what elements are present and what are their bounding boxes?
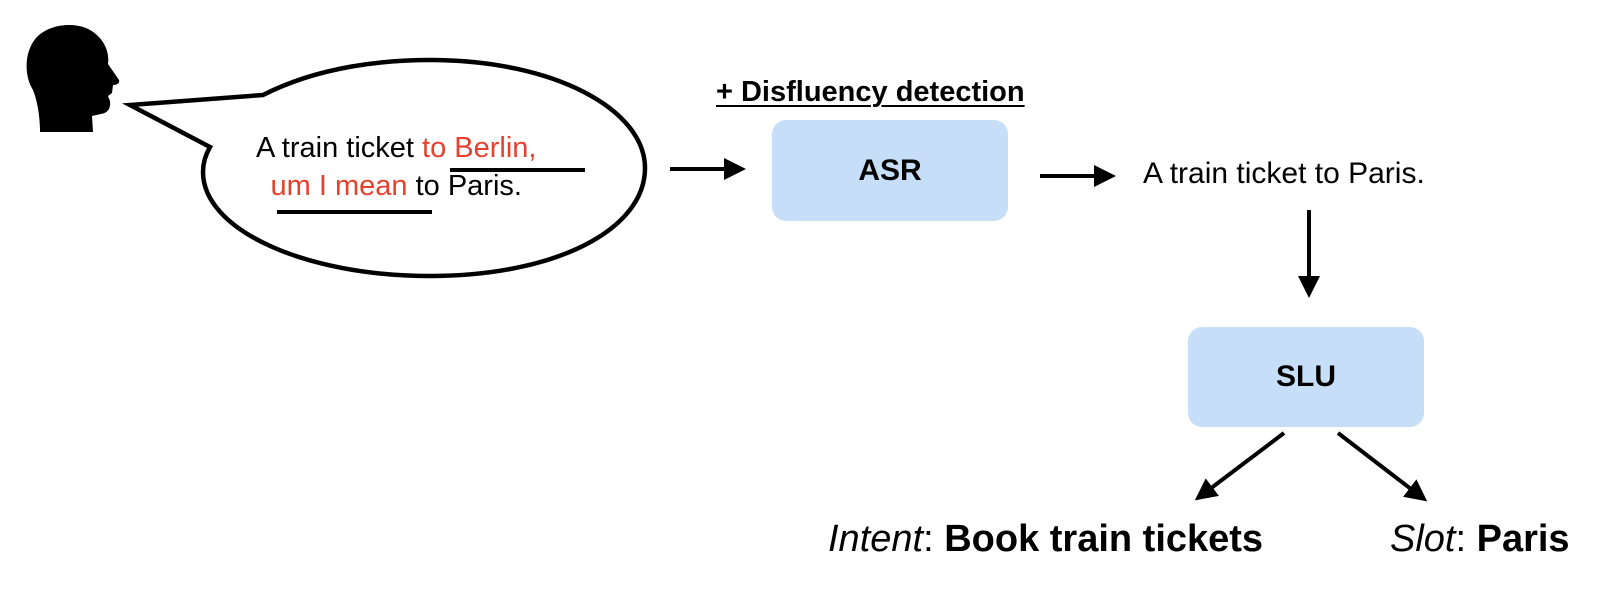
asr-box: ASR	[772, 120, 1008, 221]
arrow-slu-to-slot	[1336, 431, 1428, 502]
speech-part-2: to Paris.	[415, 169, 522, 202]
asr-label: ASR	[858, 153, 922, 187]
disfluency-detection-heading: + Disfluency detection	[716, 76, 1025, 108]
speech-line-1: A train ticket to Berlin,	[256, 130, 536, 168]
slot-value: Paris	[1476, 518, 1570, 560]
intent-separator: :	[923, 518, 934, 560]
slot-separator: :	[1455, 518, 1467, 560]
intent-label: Intent	[828, 518, 924, 560]
intent-value: Book train tickets	[944, 518, 1264, 560]
speech-bubble	[122, 57, 648, 279]
arrow-slu-to-intent	[1194, 431, 1286, 501]
slu-label: SLU	[1276, 360, 1336, 393]
head-silhouette-icon	[26, 25, 120, 133]
intent-result: Intent: Book train tickets	[828, 518, 1263, 562]
speech-part-1: A train ticket	[256, 132, 414, 164]
slot-result: Slot: Paris	[1390, 518, 1570, 562]
speech-line-2: um I mean to Paris.	[256, 168, 536, 206]
disfluency-text-1: to Berlin,	[422, 132, 537, 164]
speech-text: A train ticket to Berlin, um I mean to P…	[256, 130, 536, 205]
slot-label: Slot	[1390, 518, 1456, 560]
asr-output-text: A train ticket to Paris.	[1143, 157, 1425, 190]
disfluency-text-2: um I mean	[270, 169, 408, 202]
slu-box: SLU	[1188, 327, 1424, 427]
